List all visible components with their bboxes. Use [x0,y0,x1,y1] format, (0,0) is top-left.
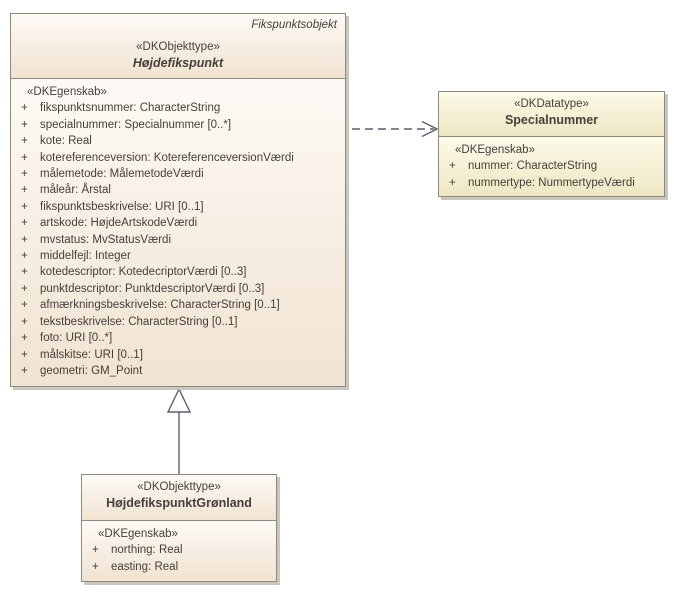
attribute-row[interactable]: + nummertype: NummertypeVærdi [439,175,664,191]
attribute-row[interactable]: + nummer: CharacterString [439,158,664,174]
attribute-text: foto: URI [0..*] [40,332,113,345]
attribute-text: kote: Real [40,135,92,148]
attribute-row[interactable]: + tekstbeskrivelse: CharacterString [0..… [11,314,345,330]
gronland-stereotype: «DKObjekttype» [137,481,221,493]
attribute-visibility: + [92,544,99,557]
attribute-text: fikspunktsbeskrivelse: URI [0..1] [40,200,204,213]
attribute-visibility: + [21,299,28,312]
attribute-row[interactable]: + middelfejl: Integer [11,248,345,264]
hojdefikspunkt-class-name: Højdefikspunkt [132,56,224,70]
attribute-text: easting: Real [111,560,179,573]
attribute-visibility: + [21,118,28,131]
attribute-visibility: + [21,200,28,213]
attribute-row[interactable]: + artskode: HøjdeArtskodeVærdi [11,215,345,231]
attribute-visibility: + [21,184,28,197]
attribute-visibility: + [21,217,28,230]
specialnummer-stereotype: «DKDatatype» [514,98,589,110]
hojdefikspunkt-attributes: «DKEgenskab» + fikspunktsnummer: Charact… [11,78,345,386]
attribute-visibility: + [21,151,28,164]
attribute-visibility: + [21,266,28,279]
attribute-row[interactable]: + geometri: GM_Point [11,363,345,379]
attribute-text: afmærkningsbeskrivelse: CharacterString … [40,299,280,312]
attribute-row[interactable]: + målskitse: URI [0..1] [11,347,345,363]
attribute-visibility: + [21,282,28,295]
attribute-row[interactable]: + måleår: Årstal [11,182,345,198]
attribute-visibility: + [21,332,28,345]
class-hojdefikspunkt[interactable]: Fikspunktsobjekt «DKObjekttype» Højdefik… [10,13,346,387]
open-arrowhead-icon [421,120,439,138]
attribute-text: geometri: GM_Point [40,364,143,377]
gronland-name-compartment: «DKObjekttype» HøjdefikspunktGrønland [82,475,276,520]
gronland-attributes: «DKEgenskab» + northing: Real + easting:… [82,520,276,581]
attribute-row[interactable]: + northing: Real [82,542,276,558]
spacer [11,33,345,40]
package-label: Fikspunktsobjekt [251,19,337,31]
attribute-row[interactable]: + kotereferenceversion: Kotereferencever… [11,150,345,166]
hojdefikspunkt-name-compartment: Fikspunktsobjekt «DKObjekttype» Højdefik… [11,14,345,78]
attribute-visibility: + [92,560,99,573]
gronland-class-name: HøjdefikspunktGrønland [106,496,252,510]
attribute-row[interactable]: + målemetode: MålemetodeVærdi [11,166,345,182]
attribute-visibility: + [21,168,28,181]
attribute-visibility: + [21,135,28,148]
egenskab-stereotype: «DKEgenskab» [27,86,107,98]
attribute-row[interactable]: + mvstatus: MvStatusVærdi [11,232,345,248]
egenskab-stereotype: «DKEgenskab» [98,528,178,540]
specialnummer-class-name: Specialnummer [504,113,599,127]
attribute-visibility: + [449,160,456,173]
attribute-visibility: + [21,315,28,328]
attribute-text: nummertype: NummertypeVærdi [468,176,635,189]
attribute-row[interactable]: + kote: Real [11,133,345,149]
egenskab-stereotype: «DKEgenskab» [455,144,535,156]
attribute-text: punktdescriptor: PunktdescriptorVærdi [0… [40,282,265,295]
attribute-visibility: + [21,348,28,361]
class-gronland[interactable]: «DKObjekttype» HøjdefikspunktGrønland «D… [81,474,277,582]
attribute-text: nummer: CharacterString [468,160,598,173]
attribute-text: specialnummer: Specialnummer [0..*] [40,118,232,131]
attribute-visibility: + [21,364,28,377]
attribute-row[interactable]: + foto: URI [0..*] [11,330,345,346]
class-specialnummer[interactable]: «DKDatatype» Specialnummer «DKEgenskab» … [438,91,665,197]
attribute-row[interactable]: + fikspunktsnummer: CharacterString [11,100,345,116]
attribute-text: fikspunktsnummer: CharacterString [40,102,221,115]
attribute-text: artskode: HøjdeArtskodeVærdi [40,217,198,230]
attribute-text: kotedescriptor: KotedecriptorVærdi [0..3… [40,266,247,279]
attribute-text: northing: Real [111,544,183,557]
attribute-text: måleår: Årstal [40,184,111,197]
attribute-row[interactable]: + punktdescriptor: PunktdescriptorVærdi … [11,281,345,297]
specialnummer-name-compartment: «DKDatatype» Specialnummer [439,92,664,136]
attribute-row[interactable]: + easting: Real [82,559,276,575]
attribute-text: mvstatus: MvStatusVærdi [40,233,172,246]
attribute-text: kotereferenceversion: Kotereferenceversi… [40,151,294,164]
attribute-visibility: + [21,250,28,263]
attribute-visibility: + [449,176,456,189]
attribute-visibility: + [21,233,28,246]
attribute-text: tekstbeskrivelse: CharacterString [0..1] [40,315,238,328]
attribute-row[interactable]: + fikspunktsbeskrivelse: URI [0..1] [11,199,345,215]
attribute-row[interactable]: + specialnummer: Specialnummer [0..*] [11,117,345,133]
attribute-text: målskitse: URI [0..1] [40,348,143,361]
generalization-triangle-icon [166,387,192,413]
attribute-visibility: + [21,102,28,115]
attribute-row[interactable]: + afmærkningsbeskrivelse: CharacterStrin… [11,297,345,313]
specialnummer-attributes: «DKEgenskab» + nummer: CharacterString +… [439,136,664,196]
attribute-text: målemetode: MålemetodeVærdi [40,168,204,181]
attribute-text: middelfejl: Integer [40,250,131,263]
hojdefikspunkt-stereotype: «DKObjekttype» [136,41,220,53]
attribute-row[interactable]: + kotedescriptor: KotedecriptorVærdi [0.… [11,264,345,280]
